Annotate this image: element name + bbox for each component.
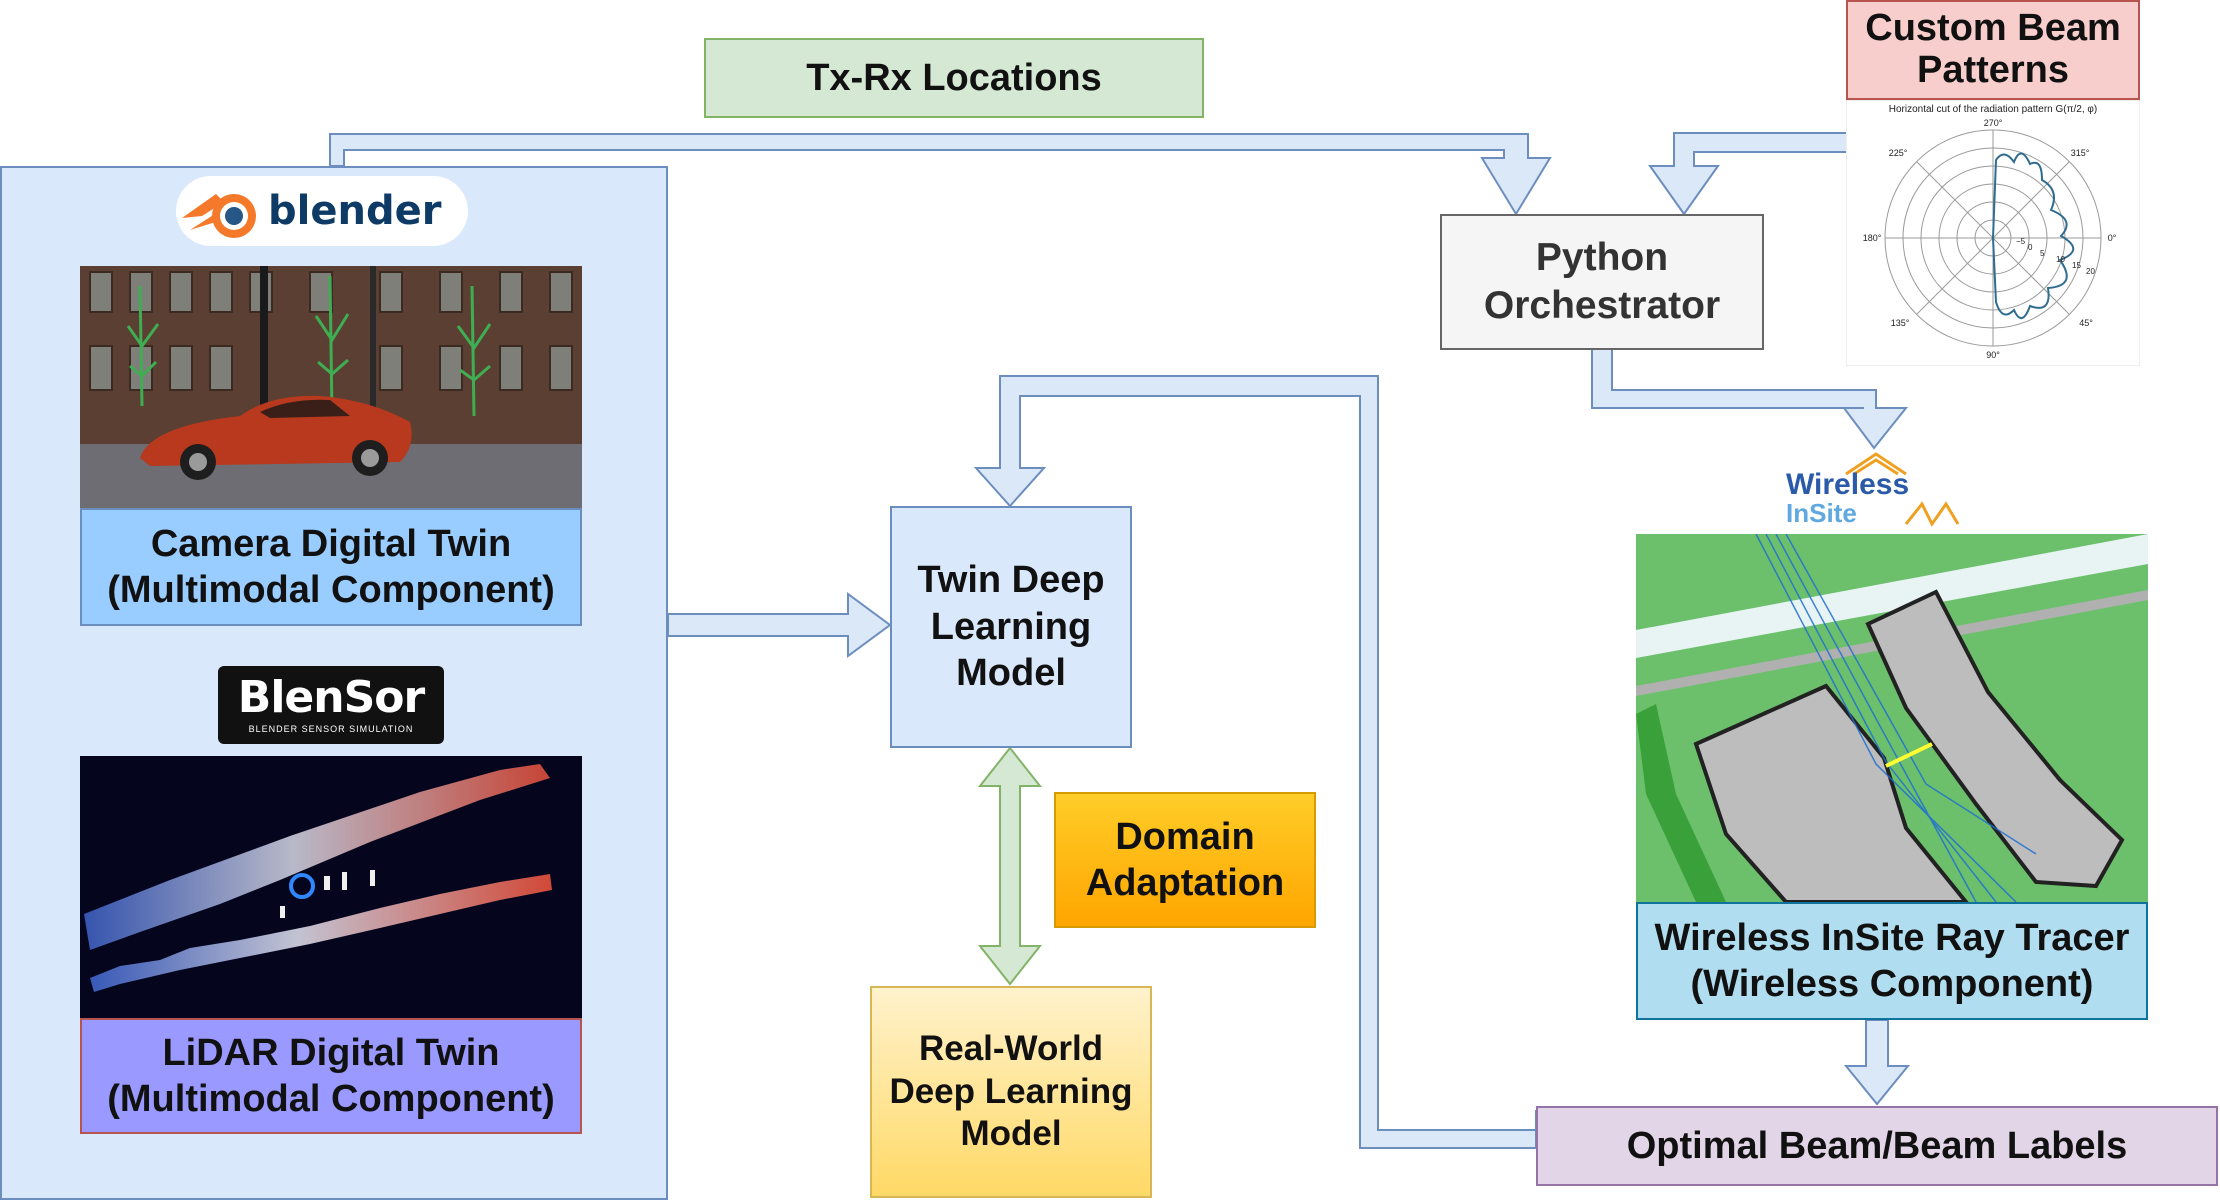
polar-angle-225: 225°: [1889, 148, 1908, 158]
radiation-pattern-plot: Horizontal cut of the radiation pattern …: [1846, 100, 2140, 366]
python-orchestrator-line1: Python: [1535, 236, 1669, 280]
python-orchestrator-box: Python Orchestrator: [1440, 214, 1764, 350]
blender-logo-text: blender: [268, 188, 442, 234]
custom-beam-patterns-text: Custom Beam Patterns: [1865, 7, 2121, 91]
real-world-deep-learning-model-box: Real-World Deep Learning Model: [870, 986, 1152, 1198]
wireless-label-line1: Wireless InSite Ray Tracer: [1654, 916, 2130, 959]
twin-model-line2: Learning: [930, 605, 1092, 648]
polar-angle-45: 45°: [2079, 318, 2093, 328]
real-model-line2: Deep Learning: [889, 1071, 1133, 1111]
tx-rx-locations-text: Tx-Rx Locations: [806, 56, 1102, 99]
real-model-line1: Real-World: [918, 1028, 1104, 1068]
polar-radial-0: 0: [2028, 243, 2033, 252]
arrow-camera-to-python: [329, 133, 1552, 216]
ray-tracer-map-image: [1636, 534, 2148, 902]
polar-radial-20: 20: [2086, 267, 2095, 276]
lidar-render-image: [80, 756, 582, 1018]
wireless-logo-top: Wireless: [1786, 468, 1910, 501]
blensor-logo-text: BlenSor: [237, 672, 425, 723]
lidar-label-line2: (Multimodal Component): [107, 1078, 555, 1120]
arrow-wireless-to-optimal: [1843, 1019, 1911, 1106]
blender-logo-icon: [182, 194, 256, 238]
domain-adaptation-line2: Adaptation: [1085, 862, 1285, 904]
domain-adaptation-box: Domain Adaptation: [1054, 792, 1316, 928]
polar-angle-90: 90°: [1986, 350, 2000, 360]
domain-adaptation-line1: Domain: [1115, 815, 1255, 858]
polar-radial-5: 5: [2040, 249, 2045, 258]
polar-radial-10: 10: [2056, 255, 2065, 264]
twin-model-line1: Twin Deep: [917, 559, 1105, 602]
arrow-panel-to-twin: [667, 592, 892, 658]
python-orchestrator-line2: Orchestrator: [1483, 284, 1721, 327]
arrow-beam-to-python: [1648, 132, 1849, 216]
polar-angle-315: 315°: [2071, 148, 2090, 158]
wireless-insite-logo: Wireless InSite: [1786, 448, 1966, 528]
optimal-beam-labels-text: Optimal Beam/Beam Labels: [1626, 1124, 2128, 1167]
wireless-insite-label: Wireless InSite Ray Tracer (Wireless Com…: [1636, 902, 2148, 1020]
twin-deep-learning-model-box: Twin Deep Learning Model: [890, 506, 1132, 748]
optimal-beam-labels-box: Optimal Beam/Beam Labels: [1536, 1106, 2218, 1186]
lidar-label-line1: LiDAR Digital Twin: [162, 1031, 500, 1074]
camera-digital-twin-label: Camera Digital Twin (Multimodal Componen…: [80, 508, 582, 626]
camera-render-image: [80, 266, 582, 508]
polar-angle-0: 0°: [2108, 233, 2117, 243]
polar-angle-135: 135°: [1891, 318, 1910, 328]
polar-angle-180: 180°: [1863, 233, 1882, 243]
camera-label-line1: Camera Digital Twin: [150, 522, 512, 565]
tx-rx-locations-box: Tx-Rx Locations: [704, 38, 1204, 118]
arrow-python-to-wireless: [1591, 347, 1909, 450]
polar-angle-270: 270°: [1984, 118, 2003, 128]
wireless-logo-bottom: InSite: [1786, 498, 1857, 528]
blensor-logo-subtext: BLENDER SENSOR SIMULATION: [248, 724, 414, 734]
lidar-digital-twin-label: LiDAR Digital Twin (Multimodal Component…: [80, 1018, 582, 1134]
polar-radial-m5: −5: [2016, 237, 2026, 246]
real-model-line3: Model: [960, 1114, 1062, 1154]
wireless-label-line2: (Wireless Component): [1690, 963, 2094, 1005]
wireless-insite-logo-icon: [1845, 452, 1960, 527]
camera-label-line2: (Multimodal Component): [107, 569, 555, 611]
polar-plot-title: Horizontal cut of the radiation pattern …: [1889, 104, 2097, 115]
arrow-twin-real-bidirectional: [977, 746, 1043, 986]
blender-logo: blender: [176, 176, 468, 246]
custom-beam-patterns-box: Custom Beam Patterns: [1846, 0, 2140, 100]
blensor-logo: BlenSor BLENDER SENSOR SIMULATION: [218, 666, 444, 744]
twin-model-line3: Model: [956, 652, 1066, 695]
polar-radial-15: 15: [2072, 261, 2081, 270]
